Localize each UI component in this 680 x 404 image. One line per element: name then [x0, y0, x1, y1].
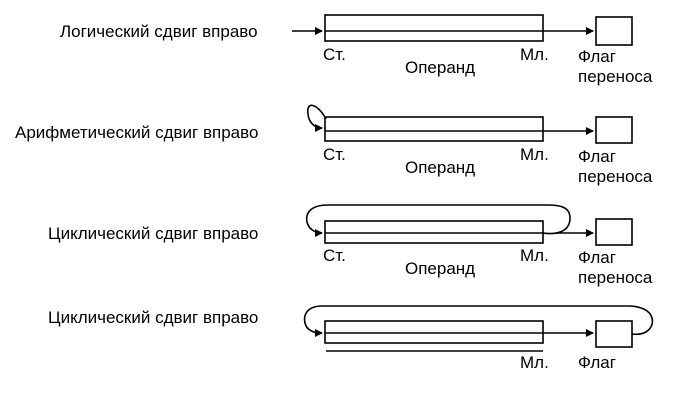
flag-label-line1: Флаг [578, 353, 616, 372]
operand-register [324, 220, 544, 244]
diagram-title: Циклический сдвиг вправо [48, 224, 258, 243]
carry-flag-box [595, 320, 633, 348]
rotate-loop-arrow [305, 204, 571, 237]
diagram-title: Логический сдвиг вправо [60, 22, 258, 41]
operand-label: Операнд [405, 58, 475, 77]
lsb-label: Мл. [520, 246, 549, 265]
diagram-title: Арифметический сдвиг вправо [15, 123, 258, 142]
lsb-label: Мл. [520, 353, 549, 372]
flag-label-line2: переноса [578, 67, 653, 86]
msb-label: Ст. [323, 45, 346, 64]
flag-label-line2: переноса [578, 268, 653, 287]
operand-label: Операнд [405, 158, 475, 177]
rotate-through-carry-loop-arrow [303, 305, 654, 337]
carry-flag-box [595, 16, 633, 46]
sign-bit-loop-arrow [307, 104, 327, 132]
operand-label: Операнд [405, 259, 475, 278]
diagram-rotate-right-through-carry: Циклический сдвиг вправо Мл. Флаг [48, 305, 654, 372]
msb-label: Ст. [323, 246, 346, 265]
diagram-logical-shift-right: Логический сдвиг вправо Ст. Операнд Мл. … [60, 14, 653, 86]
msb-label: Ст. [323, 145, 346, 164]
diagram-title: Циклический сдвиг вправо [48, 308, 258, 327]
operand-register [324, 320, 544, 344]
carry-flag-box [595, 218, 633, 246]
flag-label-line2: переноса [578, 167, 653, 186]
flag-label-line1: Флаг [578, 47, 616, 66]
diagram-arithmetic-shift-right: Арифметический сдвиг вправо Ст. Операнд … [15, 104, 653, 186]
operand-register [324, 14, 544, 42]
flag-label-line1: Флаг [578, 248, 616, 267]
carry-flag-box [595, 116, 633, 144]
lsb-label: Мл. [520, 45, 549, 64]
flag-label-line1: Флаг [578, 147, 616, 166]
operand-register [324, 116, 544, 142]
diagram-rotate-right: Циклический сдвиг вправо Ст. Операнд Мл.… [48, 204, 653, 287]
lsb-label: Мл. [520, 145, 549, 164]
